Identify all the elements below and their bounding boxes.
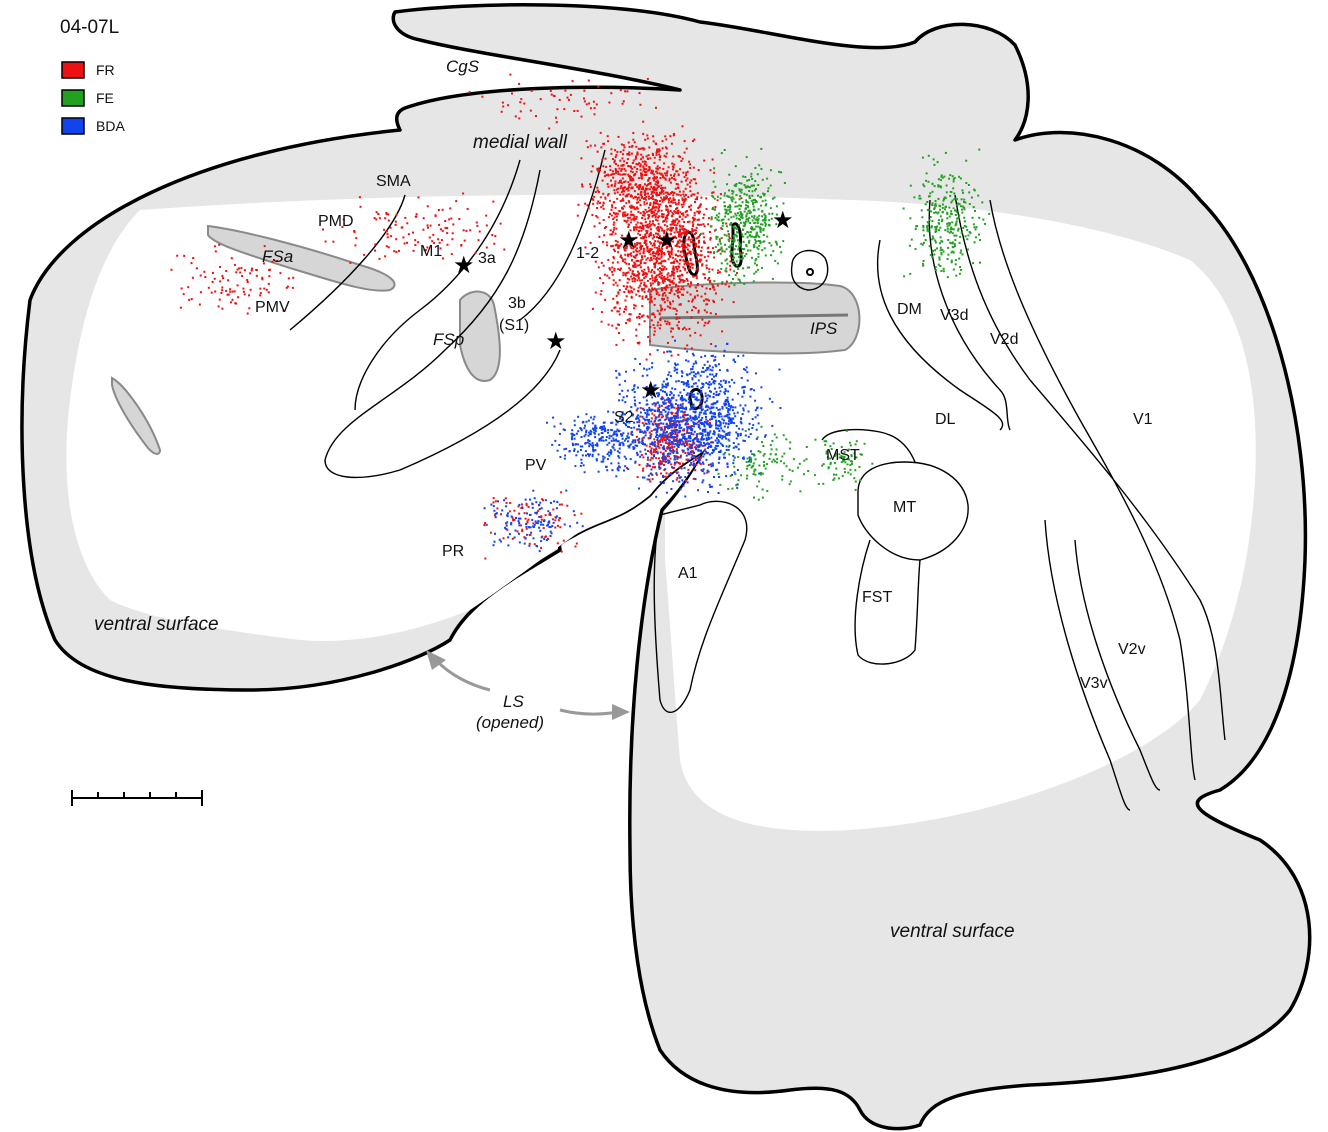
label-pv: PV (525, 457, 547, 474)
label-fst: FST (862, 589, 892, 606)
label-pr: PR (442, 543, 464, 560)
label-m1: M1 (420, 243, 442, 260)
legend-label-fr: FR (96, 62, 115, 78)
label-3b: 3b (508, 295, 526, 312)
label-ls-opened: (opened) (476, 713, 544, 732)
label-sma: SMA (376, 173, 411, 190)
label-dm: DM (897, 301, 922, 318)
legend-swatch-bda (62, 118, 84, 134)
legend-swatch-fr (62, 62, 84, 78)
label-pmd: PMD (318, 213, 354, 230)
label-v3d: V3d (940, 307, 968, 324)
label-fsa: FSa (262, 247, 293, 266)
label-pmv: PMV (255, 299, 290, 316)
legend: FR FE BDA (62, 62, 125, 134)
case-id: 04-07L (60, 17, 119, 38)
label-v2d: V2d (990, 331, 1018, 348)
label-ips: IPS (810, 319, 838, 338)
label-fsp: FSp (433, 330, 464, 349)
legend-swatch-fe (62, 90, 84, 106)
legend-label-fe: FE (96, 90, 114, 106)
legend-label-bda: BDA (96, 118, 125, 134)
label-s1: (S1) (499, 317, 529, 334)
label-v2v: V2v (1118, 641, 1146, 658)
label-mt: MT (893, 499, 916, 516)
label-dl: DL (935, 411, 956, 428)
ls-arrow-head-right (612, 704, 630, 720)
label-medial-wall: medial wall (473, 132, 568, 153)
scale-bar (72, 790, 202, 806)
label-3a: 3a (478, 250, 496, 267)
label-1-2: 1-2 (576, 245, 599, 262)
label-ventral-surface-right: ventral surface (890, 921, 1015, 942)
label-cgs: CgS (446, 57, 480, 76)
label-mst: MST (826, 447, 860, 464)
label-s2: S2 (614, 409, 634, 426)
ls-arrows (436, 660, 618, 714)
label-ls: LS (503, 692, 524, 711)
label-v3v: V3v (1080, 675, 1108, 692)
label-ventral-surface-left: ventral surface (94, 614, 219, 635)
label-v1: V1 (1133, 411, 1153, 428)
label-a1: A1 (678, 565, 698, 582)
